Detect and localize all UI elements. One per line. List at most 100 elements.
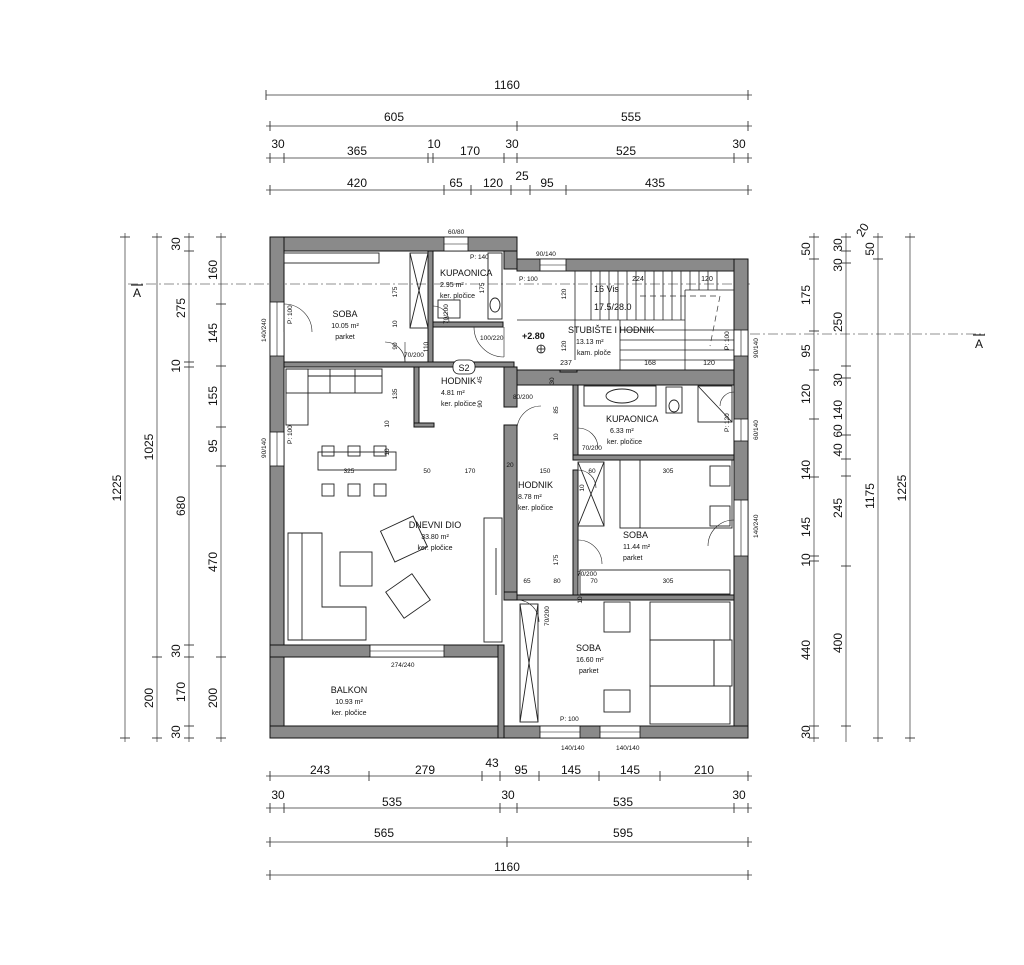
dim-right1-8: 30 — [799, 725, 813, 739]
dim-bot2-0: 30 — [271, 788, 285, 802]
room-name: STUBIŠTE I HODNIK — [568, 325, 655, 335]
room-dnevni-dio: DNEVNI DIO 33.80 m² ker. pločice — [409, 520, 462, 552]
inner-dim: 60 — [588, 468, 596, 475]
dim-right2-8: 400 — [831, 633, 845, 653]
opening-label: P: 120 — [724, 413, 731, 432]
dim-right1-5: 145 — [799, 517, 813, 537]
dim-left3-5: 170 — [174, 682, 188, 702]
dim-left4-2: 155 — [206, 386, 220, 406]
room-name: SOBA — [576, 643, 601, 653]
top-dimensions: 1160 605 555 30 365 10 170 30 525 30 420… — [265, 78, 752, 195]
opening-label: 90/140 — [261, 438, 268, 458]
dim-bot1-2: 43 — [485, 756, 499, 770]
inner-dim: 175 — [553, 554, 560, 565]
inner-dim: 135 — [392, 388, 399, 399]
room-area: 11.44 m² — [623, 544, 651, 551]
dim-top4-1: 65 — [449, 176, 463, 190]
room-area: 8.78 m² — [518, 494, 542, 501]
stair-run-top: 224 — [632, 276, 644, 283]
dim-top3-2: 10 — [427, 137, 441, 151]
room-area: 13.13 m² — [576, 339, 604, 346]
dim-right-outer: 1225 — [895, 474, 909, 501]
left-dimensions: 1225 1025 30 275 10 680 30 170 30 160 14… — [110, 233, 226, 742]
inner-dim: 70 — [590, 578, 598, 585]
opening-label: P: 100 — [287, 305, 294, 324]
dim-top4-0: 420 — [347, 176, 367, 190]
dim-right2-4: 140 — [831, 400, 845, 420]
room-floor: kam. ploče — [577, 350, 611, 357]
room-labels: SOBA 10.05 m² parket KUPAONICA 2.95 m² k… — [331, 268, 659, 717]
dim-left3-6: 30 — [169, 725, 183, 739]
dim-bot1-0: 243 — [310, 763, 330, 777]
room-balkon: BALKON 10.93 m² ker. pločice — [331, 685, 368, 717]
dim-top-605: 605 — [384, 110, 404, 124]
room-name: HODNIK — [441, 376, 476, 386]
opening-label: 140/140 — [561, 745, 585, 752]
windows — [269, 236, 749, 739]
inner-dim: 170 — [465, 468, 476, 475]
opening-label: 100/220 — [480, 335, 504, 342]
dim-top3-6: 30 — [732, 137, 746, 151]
inner-dim: 175 — [479, 282, 486, 293]
room-floor: parket — [335, 334, 355, 341]
room-hodnik-1: HODNIK 4.81 m² ker. pločice — [441, 376, 476, 408]
dim-top4-2: 120 — [483, 176, 503, 190]
dim-left4-0: 160 — [206, 260, 220, 280]
inner-dim: 305 — [663, 578, 674, 585]
dim-left4-5: 200 — [206, 688, 220, 708]
room-name: SOBA — [623, 530, 648, 540]
room-soba-1: SOBA 10.05 m² parket — [331, 309, 359, 341]
opening-label: 140/240 — [753, 514, 760, 538]
room-soba-3: SOBA 16.60 m² parket — [576, 643, 604, 675]
inner-dim: 120 — [561, 340, 568, 351]
opening-label: P: 100 — [519, 276, 538, 283]
opening-label: 90/140 — [536, 251, 556, 258]
room-floor: parket — [623, 555, 643, 562]
dim-bot1-4: 145 — [561, 763, 581, 777]
dim-right1-1: 175 — [799, 285, 813, 305]
opening-label: 90/140 — [753, 338, 760, 358]
opening-label: 70/200 — [577, 571, 597, 578]
inner-dim: 20 — [506, 462, 514, 469]
stair-run-bottom: 168 — [644, 360, 656, 367]
dim-bot3-1: 595 — [613, 826, 633, 840]
level-cross-icon — [537, 345, 545, 353]
room-name: BALKON — [331, 685, 368, 695]
dim-top3-0: 30 — [271, 137, 285, 151]
inner-dim: 10 — [384, 448, 391, 456]
right-dimensions: 50 175 95 120 140 145 10 440 30 30 30 25… — [799, 220, 915, 742]
room-floor: ker. pločice — [518, 505, 553, 512]
inner-dim: 10 — [579, 484, 586, 492]
dim-right1-2: 95 — [799, 344, 813, 358]
opening-label: 140/140 — [616, 745, 640, 752]
room-area: 33.80 m² — [421, 534, 449, 541]
opening-label: 80/200 — [513, 394, 533, 401]
dim-right2-5: 60 — [831, 424, 845, 438]
dim-left4-1: 145 — [206, 323, 220, 343]
dim-bottom-total: 1160 — [494, 860, 520, 874]
inner-dim: 90 — [392, 342, 399, 350]
inner-dim: 80 — [553, 578, 561, 585]
inner-dim: 110 — [423, 341, 430, 352]
room-name: KUPAONICA — [440, 268, 492, 278]
inner-dim: 85 — [553, 406, 560, 414]
section-marker-right: A — [975, 337, 983, 351]
inner-dim: 10 — [392, 320, 399, 328]
room-floor: ker. pločice — [331, 710, 366, 717]
dim-bot2-1: 535 — [382, 795, 402, 809]
dim-bot2-2: 30 — [501, 788, 515, 802]
opening-label: 70/200 — [582, 445, 602, 452]
room-floor: ker. pločice — [441, 401, 476, 408]
dim-right1-3: 120 — [799, 384, 813, 404]
opening-label: 70/200 — [404, 352, 424, 359]
room-floor: ker. pločice — [417, 545, 452, 552]
dim-bot2-4: 30 — [732, 788, 746, 802]
dim-right3-2: 1175 — [863, 483, 877, 509]
dim-top3-5: 525 — [616, 144, 636, 158]
doors — [283, 303, 735, 623]
stair-ratio: 17.5/28.0 — [594, 302, 632, 312]
opening-label: P: 140 — [470, 254, 489, 261]
dim-right1-0: 50 — [799, 242, 813, 256]
room-area: 16.60 m² — [576, 657, 604, 664]
opening-label: P: 100 — [724, 331, 731, 350]
